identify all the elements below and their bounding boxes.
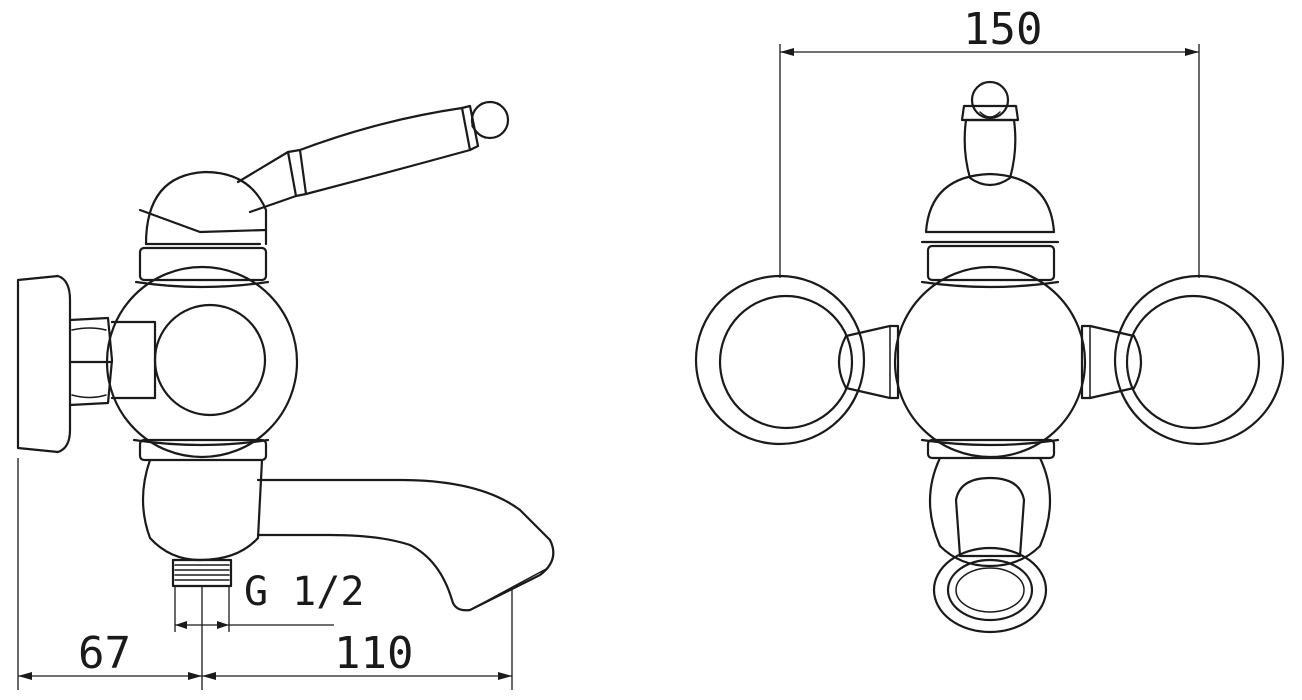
front-diverter-bulb	[928, 456, 1052, 568]
spout-outlet	[932, 546, 1048, 634]
top-width-label: 150	[963, 4, 1042, 55]
lower-collar	[132, 438, 270, 462]
thread-size-label: G 1/2	[244, 569, 364, 615]
lever-handle	[236, 100, 510, 214]
right-inlet-ring	[1113, 274, 1285, 446]
left-inlet-ring	[694, 274, 866, 446]
wall-flange	[16, 274, 72, 454]
left-connector	[837, 324, 900, 400]
thread-stub	[171, 558, 233, 588]
spout	[256, 478, 555, 612]
front-lower-collar	[920, 438, 1060, 460]
body-sphere	[105, 265, 299, 459]
side-port	[153, 303, 267, 417]
bottom-dimensions	[17, 458, 513, 690]
front-view: 150	[694, 4, 1285, 634]
side-view: G 1/2 67 110	[16, 100, 555, 690]
hex-nut	[68, 316, 114, 407]
front-lever	[960, 80, 1020, 187]
front-body-sphere	[893, 265, 1087, 459]
upper-collar	[134, 242, 270, 289]
inlet-arm	[110, 320, 157, 400]
wall-offset-label: 67	[78, 628, 131, 679]
lever-dome	[144, 170, 268, 246]
spout-reach-label: 110	[334, 628, 413, 679]
front-lever-dome	[924, 172, 1056, 234]
width-dimension	[779, 44, 1200, 278]
front-upper-collar	[920, 240, 1060, 289]
diverter-bulb	[141, 458, 264, 562]
right-connector	[1080, 324, 1143, 400]
